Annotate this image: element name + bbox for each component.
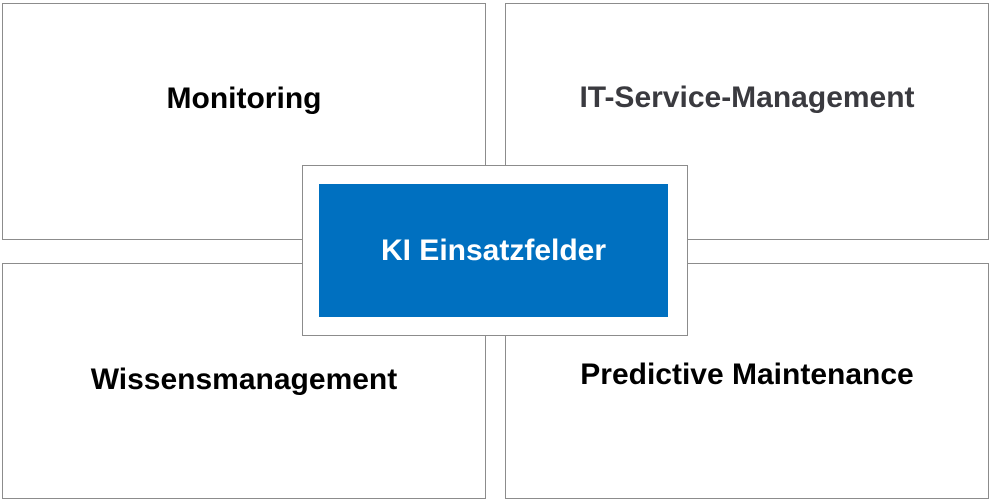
quadrant-label-predictive-maintenance: Predictive Maintenance: [580, 358, 914, 391]
quadrant-predictive-maintenance: Predictive Maintenance: [505, 263, 989, 499]
quadrant-it-service-management: IT-Service-Management: [505, 3, 989, 240]
center-label: KI Einsatzfelder: [380, 233, 607, 267]
center-box: KI Einsatzfelder: [319, 184, 668, 317]
quadrant-label-wissensmanagement: Wissensmanagement: [90, 363, 398, 396]
quadrant-label-monitoring: Monitoring: [166, 82, 322, 115]
quadrant-monitoring: Monitoring: [2, 3, 486, 240]
quadrant-label-it-service-management: IT-Service-Management: [579, 81, 915, 114]
